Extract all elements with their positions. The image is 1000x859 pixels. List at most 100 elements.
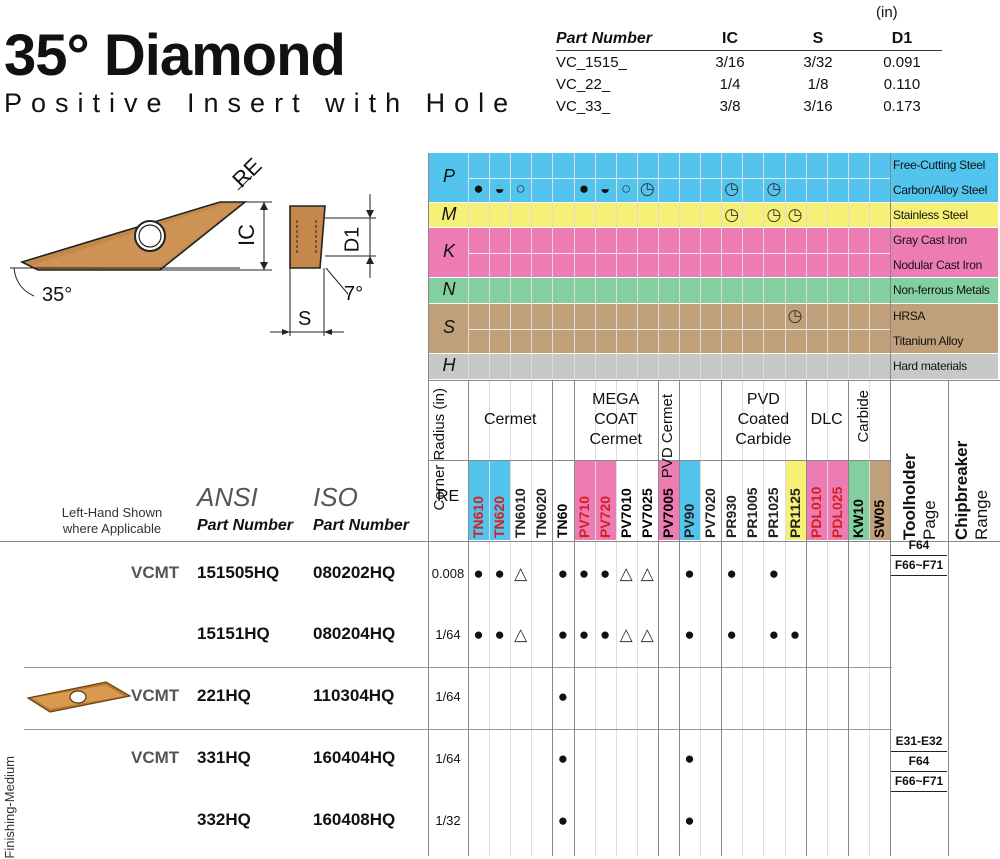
grade-label-pv7020: PV7020 [702,488,719,538]
timer-marker: ◷ [787,306,803,325]
material-name: Free-Cutting Steel [893,157,985,172]
material-name: Hard materials [893,359,967,373]
grid-line [489,153,491,856]
grade-label-tn610: TN610 [470,495,486,538]
timer-marker: ◷ [724,179,740,198]
grade-label-pv7025: PV7025 [638,488,655,538]
grade-label-pv720: PV720 [596,495,613,538]
stock-dot: ● [557,811,569,830]
grid-line [428,460,890,461]
grade-header-cell [722,461,743,540]
page-title: 35° Diamond [4,23,346,88]
insert-side-view [289,205,326,269]
grid-line [763,153,765,856]
stock-triangle: △ [640,564,654,583]
grade-header-cell [574,461,595,540]
material-code-n: N [442,279,456,299]
grade-label-pr1025: PR1025 [765,487,782,538]
stock-dot: ● [578,564,590,583]
pvd-cermet-group-header: PVD Cermet [658,394,676,479]
grade-label-tn6020: TN6020 [533,488,550,538]
timer-marker: ◷ [724,205,740,224]
stock-dot: ● [557,687,569,706]
grade-label-pdl010: PDL010 [807,486,824,538]
left-hand-line: Left-Hand Shown [61,505,163,520]
material-name: Titanium Alloy [893,333,964,348]
grid-line [615,153,617,856]
dim-cell: 3/32 [803,53,833,71]
grade-label-pr930: PR930 [723,495,740,538]
dim-cell: 3/16 [715,53,745,71]
stock-dot: ● [726,625,737,644]
grade-label-kw10: KW10 [849,499,866,538]
grid-line [636,153,638,856]
stock-dot: ● [768,564,780,583]
grid-line [742,153,744,856]
material-code-h: H [442,355,456,375]
product-type: VCMT [131,686,180,705]
grade-label-tn60: TN60 [554,503,571,538]
grade-header-cell [785,461,806,540]
group-divider [573,380,575,856]
grid-line [0,541,1000,542]
material-code-s: S [442,317,455,337]
grade-header-cell [806,461,827,540]
material-name: Nodular Cast Iron [893,257,982,272]
grid-line [700,153,702,856]
ansi-label: ANSI [197,482,258,512]
table-row: VC_33_ 3/8 3/16 0.173 [556,95,942,117]
insert-top-view [19,201,248,271]
stock-triangle: △ [640,625,654,644]
grade-header-cell [658,461,679,540]
table-row: VC_22_ 1/4 1/8 0.110 [556,73,942,95]
grade-label-pv90: PV90 [681,503,697,538]
stock-dot: ● [557,564,569,583]
insert-photo [26,681,132,713]
timer-marker: ◷ [766,179,782,198]
stock-triangle: △ [514,564,528,583]
material-name: Stainless Steel [893,207,968,222]
material-band-n [428,278,998,304]
corner-radius-value: 0.008 [431,566,465,581]
grade-header-cell [616,461,637,540]
s-label: S [298,308,312,330]
grade-header-cell [827,461,848,540]
stock-dot: ● [494,564,505,583]
stock-dot: ● [578,625,590,644]
group-divider [552,380,554,856]
dim-cell: VC_1515_ [556,53,627,71]
dim-col-header: S [774,28,862,51]
dim-cell: 3/8 [719,97,741,115]
unit-label: (in) [876,4,898,21]
corner-radius-value: 1/64 [435,627,461,642]
grade-header-cell [490,461,511,540]
timer-marker: ◷ [639,179,655,198]
group-divider [657,380,659,856]
grid-line [948,380,949,856]
iso-label: ISO [313,482,358,512]
ring-marker: ○ [515,179,526,198]
corner-radius-value: 1/64 [435,751,461,766]
ansi-part-number: 15151HQ [197,624,270,643]
grade-label-pdl025: PDL025 [828,486,845,538]
section-label: Finishing-Medium [2,756,17,859]
ansi-part-number: 331HQ [197,748,251,767]
dim-cell: VC_22_ [556,75,611,93]
stock-dot: ● [599,564,611,583]
grade-header-cell [637,461,658,540]
grade-label-pv710: PV710 [575,495,592,538]
grade-header-cell [743,461,764,540]
iso-part-number: 080204HQ [313,624,396,643]
ansi-part-number: 151505HQ [197,563,280,582]
grade-label-sw05: SW05 [870,499,887,538]
carbide-group-header: Carbide [854,390,872,443]
cermet-group-header: Cermet [483,411,537,428]
material-code-k: K [442,241,455,261]
left-hand-note: Left-Hand Shown where Applicable [54,505,170,537]
grid-line [784,153,786,856]
semi-dot: ◒ [599,179,611,198]
